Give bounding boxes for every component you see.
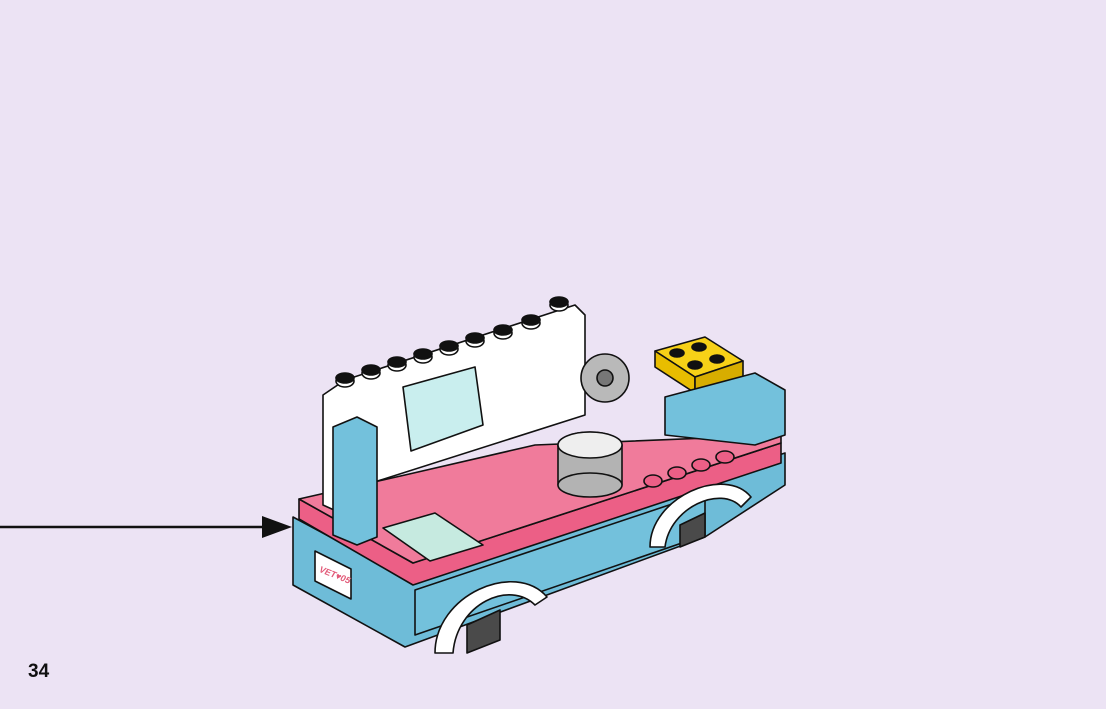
front-wheel-arch xyxy=(434,580,548,654)
azure-pillar xyxy=(332,416,378,546)
page-number: 34 xyxy=(28,661,50,682)
rear-wheel-arch xyxy=(649,483,752,548)
mint-tile xyxy=(382,512,484,562)
lego-van-illustration xyxy=(292,296,786,654)
barrel-top xyxy=(557,431,623,459)
window-pane xyxy=(402,366,484,452)
arrow-right-icon xyxy=(0,516,292,538)
